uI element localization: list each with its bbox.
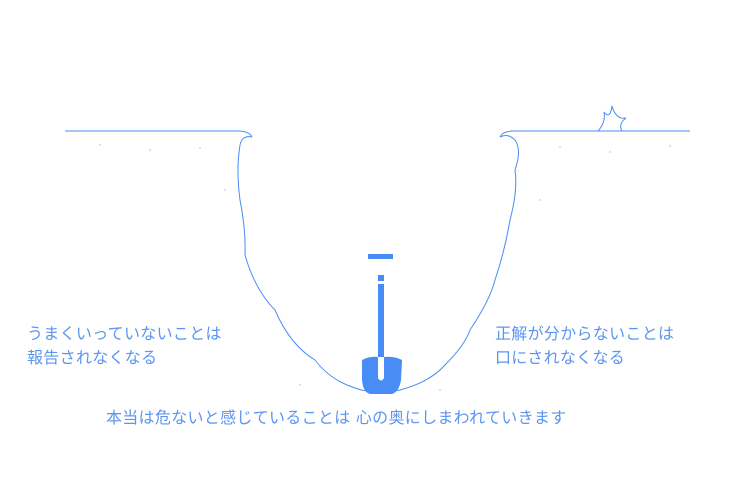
left-caption: うまくいっていないことは 報告されなくなる — [27, 322, 222, 370]
right-caption-line1: 正解が分からないことは — [495, 324, 675, 343]
grass-tuft-icon — [596, 105, 627, 132]
ground-line-left — [65, 130, 253, 138]
right-caption-line2: 口にされなくなる — [495, 348, 626, 367]
shovel-icon — [362, 254, 402, 394]
left-caption-line1: うまくいっていないことは — [27, 324, 222, 343]
hole-outline — [237, 135, 519, 393]
left-caption-line2: 報告されなくなる — [27, 348, 158, 367]
ground-line-right — [499, 130, 690, 138]
right-caption: 正解が分からないことは 口にされなくなる — [495, 322, 674, 370]
soil-dots — [99, 144, 671, 391]
bottom-caption: 本当は危ないと感じていることは 心の奥にしまわれていきます — [106, 408, 567, 427]
